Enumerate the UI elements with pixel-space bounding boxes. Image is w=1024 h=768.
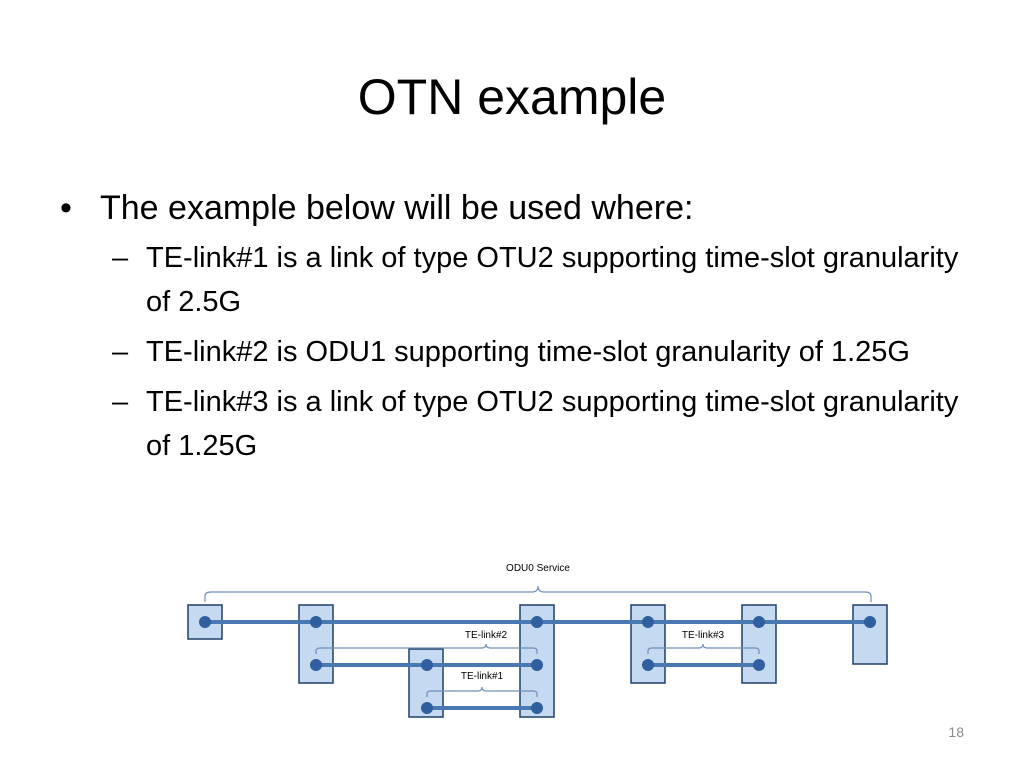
sub-bullet-item: – TE-link#3 is a link of type OTU2 suppo…	[112, 380, 980, 468]
port-dot	[531, 702, 543, 714]
service-label: ODU0 Service	[506, 563, 570, 574]
sub-bullet-item: – TE-link#1 is a link of type OTU2 suppo…	[112, 236, 980, 324]
sub-bullet-text: TE-link#2 is ODU1 supporting time-slot g…	[146, 336, 910, 368]
sub-bullet-text: TE-link#1 is a link of type OTU2 support…	[146, 242, 959, 318]
bullet-item: • The example below will be used where:	[60, 186, 980, 230]
port-dot	[531, 659, 543, 671]
te-link-2-label: TE-link#2	[465, 630, 508, 641]
port-dot	[421, 702, 433, 714]
port-dot	[199, 616, 211, 628]
port-dot	[531, 616, 543, 628]
te-link-2-bracket	[315, 643, 538, 654]
port-dot	[753, 616, 765, 628]
node-7	[852, 604, 888, 665]
dash-icon: –	[112, 336, 129, 368]
sub-bullet-item: – TE-link#2 is ODU1 supporting time-slot…	[112, 330, 980, 374]
port-dot	[864, 616, 876, 628]
slide-title: OTN example	[357, 69, 667, 125]
sub-bullet-list: – TE-link#1 is a link of type OTU2 suppo…	[112, 236, 980, 468]
port-dot	[310, 616, 322, 628]
te-link-1-label: TE-link#1	[461, 671, 504, 682]
dash-icon: –	[112, 386, 129, 418]
port-dot	[642, 659, 654, 671]
port-dot	[642, 616, 654, 628]
port-dot	[753, 659, 765, 671]
slide-body: • The example below will be used where: …	[60, 186, 980, 474]
port-dot	[310, 659, 322, 671]
sub-bullet-text: TE-link#3 is a link of type OTU2 support…	[146, 386, 959, 462]
port-dot	[421, 659, 433, 671]
bullet-text: The example below will be used where:	[100, 189, 694, 227]
te-link-3-label: TE-link#3	[682, 630, 725, 641]
service-bracket	[204, 585, 872, 602]
dash-icon: –	[112, 242, 129, 274]
bullet-icon: •	[60, 189, 72, 227]
te-link-3-bracket	[647, 643, 760, 654]
te-link-1-bracket	[426, 686, 538, 697]
page-number: 18	[948, 724, 964, 740]
